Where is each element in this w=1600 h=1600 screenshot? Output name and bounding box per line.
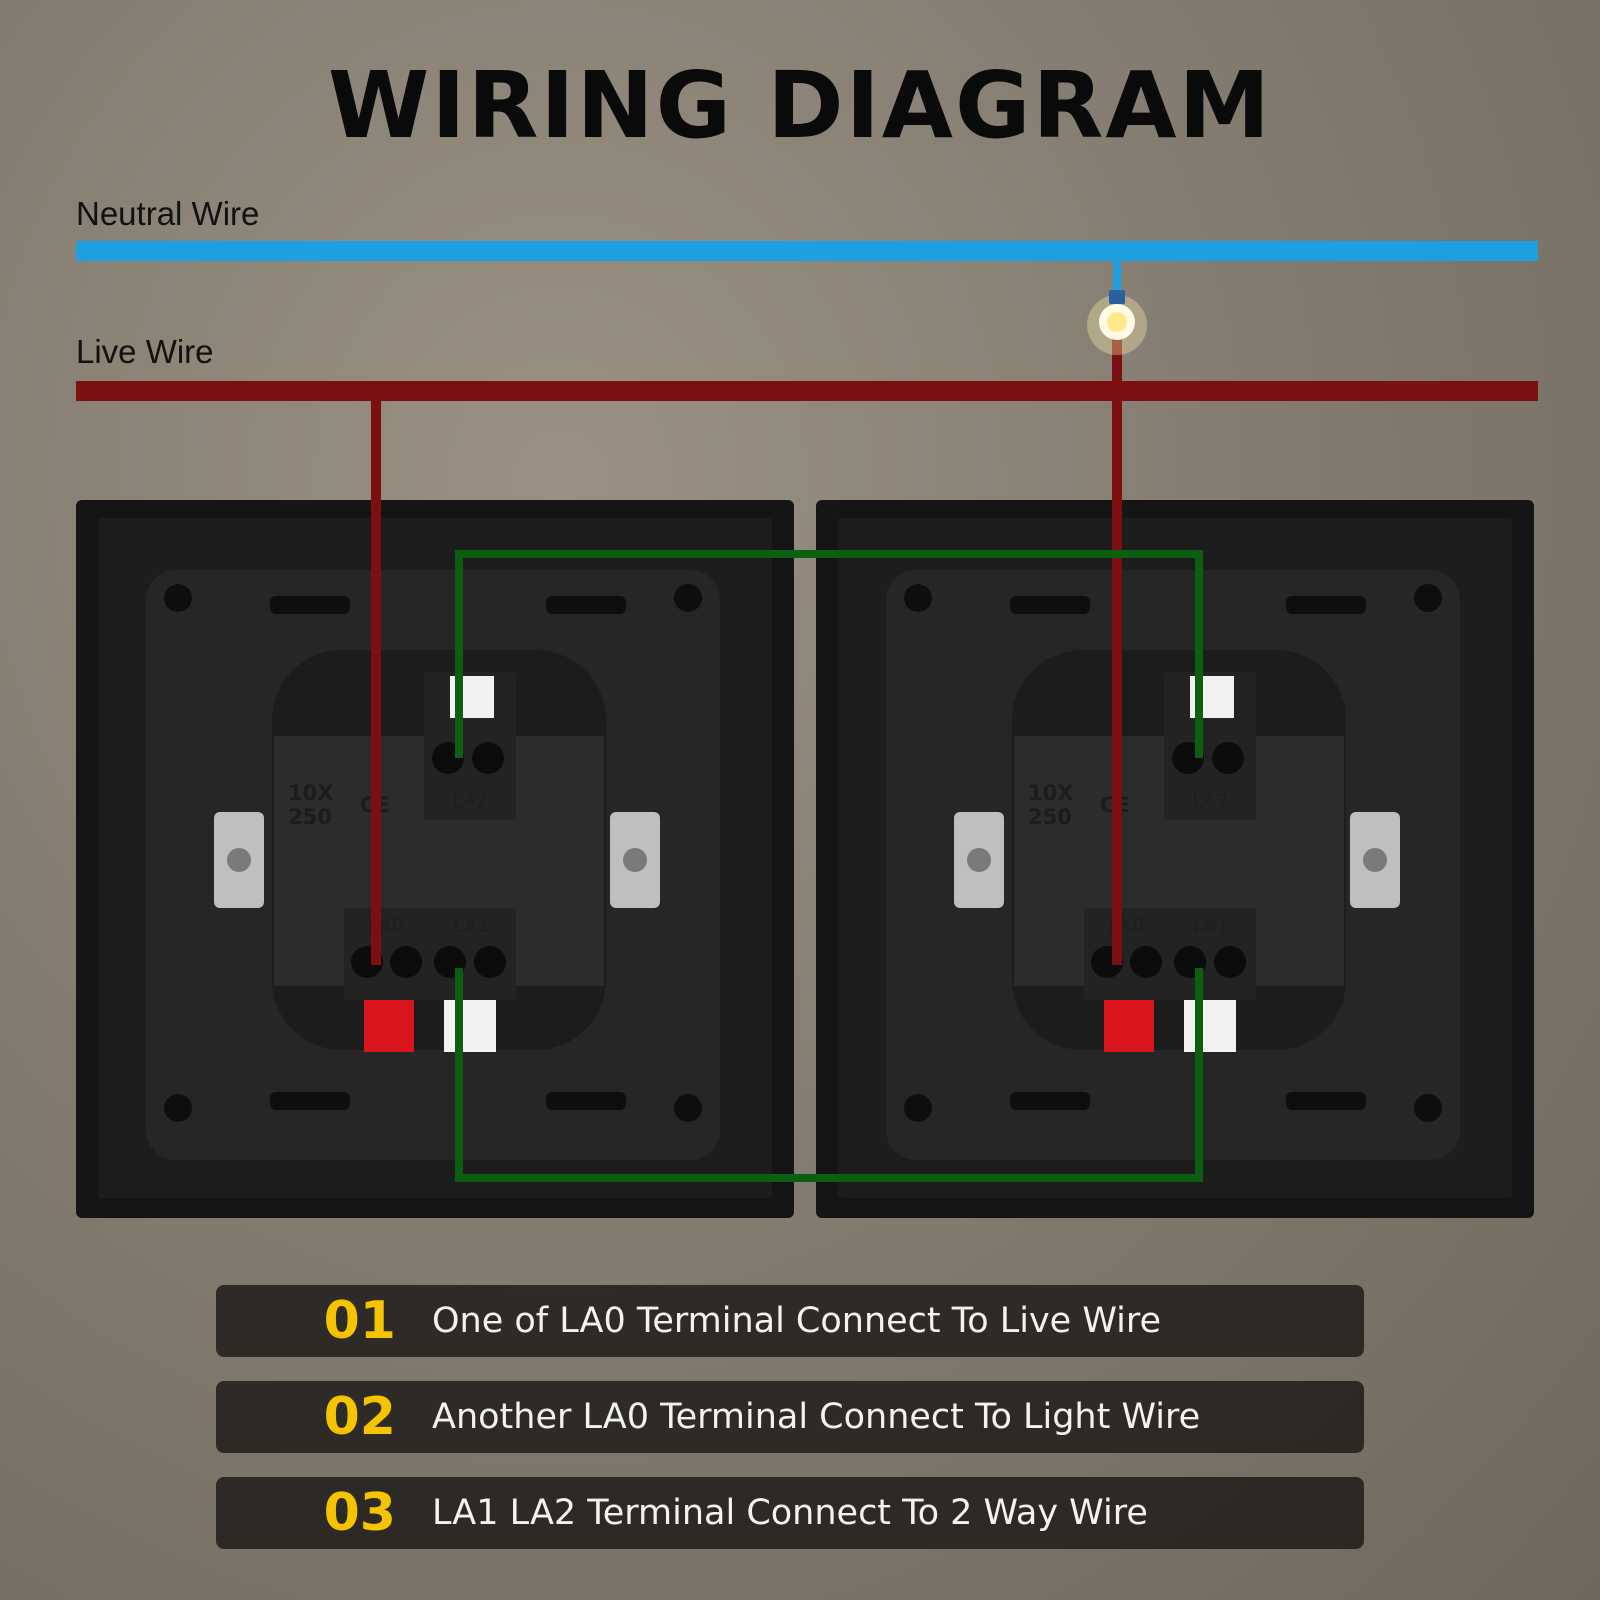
neutral-wire-label: Neutral Wire	[76, 195, 260, 232]
switch-2: LA2 LA0 LA1 10X 250 CE	[816, 500, 1534, 1218]
step-text: LA1 LA2 Terminal Connect To 2 Way Wire	[432, 1493, 1148, 1533]
instruction-step-1: 01 One of LA0 Terminal Connect To Live W…	[216, 1285, 1364, 1357]
bracket-slot	[546, 596, 626, 614]
wiring-diagram: LA2 LA0 LA1 10X 250 CE	[76, 241, 1538, 1218]
switch-1: LA2 LA0 LA1 10X 250 CE	[76, 500, 794, 1218]
mount-hole	[904, 1094, 932, 1122]
terminal-hole	[1214, 946, 1246, 978]
two-way-wire-la1	[455, 968, 1203, 1182]
mount-hole	[1414, 1094, 1442, 1122]
bracket-slot	[1010, 596, 1090, 614]
bracket-slot	[546, 1092, 626, 1110]
two-way-wire-la2	[455, 550, 1203, 758]
mount-hole	[164, 1094, 192, 1122]
light-bulb-icon	[1087, 290, 1147, 355]
step-text: Another LA0 Terminal Connect To Light Wi…	[432, 1397, 1201, 1437]
terminal-label-la1: LA1	[453, 915, 489, 937]
rating-bottom: 250	[288, 805, 332, 829]
terminal-release-la0	[1104, 1000, 1154, 1052]
bracket-slot	[270, 596, 350, 614]
step-number: 02	[323, 1387, 396, 1447]
terminal-release-la1	[444, 1000, 496, 1052]
terminal-label-la1: LA1	[1193, 915, 1229, 937]
bracket-slot	[1286, 596, 1366, 614]
screw-clamp-right	[1350, 812, 1400, 908]
step-number: 03	[323, 1483, 396, 1543]
mount-hole	[1414, 584, 1442, 612]
terminal-hole	[1212, 742, 1244, 774]
instruction-list: 01 One of LA0 Terminal Connect To Live W…	[216, 1285, 1364, 1573]
terminal-hole	[1130, 946, 1162, 978]
bracket-slot	[270, 1092, 350, 1110]
mount-hole	[674, 1094, 702, 1122]
page-title: WIRING DIAGRAM	[327, 52, 1273, 159]
bracket-slot	[1010, 1092, 1090, 1110]
mount-hole	[164, 584, 192, 612]
instruction-step-3: 03 LA1 LA2 Terminal Connect To 2 Way Wir…	[216, 1477, 1364, 1549]
screw-clamp-right	[610, 812, 660, 908]
screw-clamp-left	[214, 812, 264, 908]
rating-top: 10X	[1028, 781, 1073, 805]
screw-clamp-left	[954, 812, 1004, 908]
terminal-hole	[472, 742, 504, 774]
step-number: 01	[323, 1291, 396, 1351]
terminal-release-la0	[364, 1000, 414, 1052]
mount-hole	[674, 584, 702, 612]
terminal-release-la1	[1184, 1000, 1236, 1052]
terminal-hole	[474, 946, 506, 978]
rating-bottom: 250	[1028, 805, 1072, 829]
live-wire-label: Live Wire	[76, 333, 214, 370]
rating-top: 10X	[288, 781, 333, 805]
bracket-slot	[1286, 1092, 1366, 1110]
terminal-label-la2: LA2	[1192, 790, 1228, 812]
instruction-step-2: 02 Another LA0 Terminal Connect To Light…	[216, 1381, 1364, 1453]
terminal-hole	[390, 946, 422, 978]
mount-hole	[904, 584, 932, 612]
terminal-label-la2: LA2	[452, 790, 488, 812]
step-text: One of LA0 Terminal Connect To Live Wire	[432, 1301, 1162, 1341]
